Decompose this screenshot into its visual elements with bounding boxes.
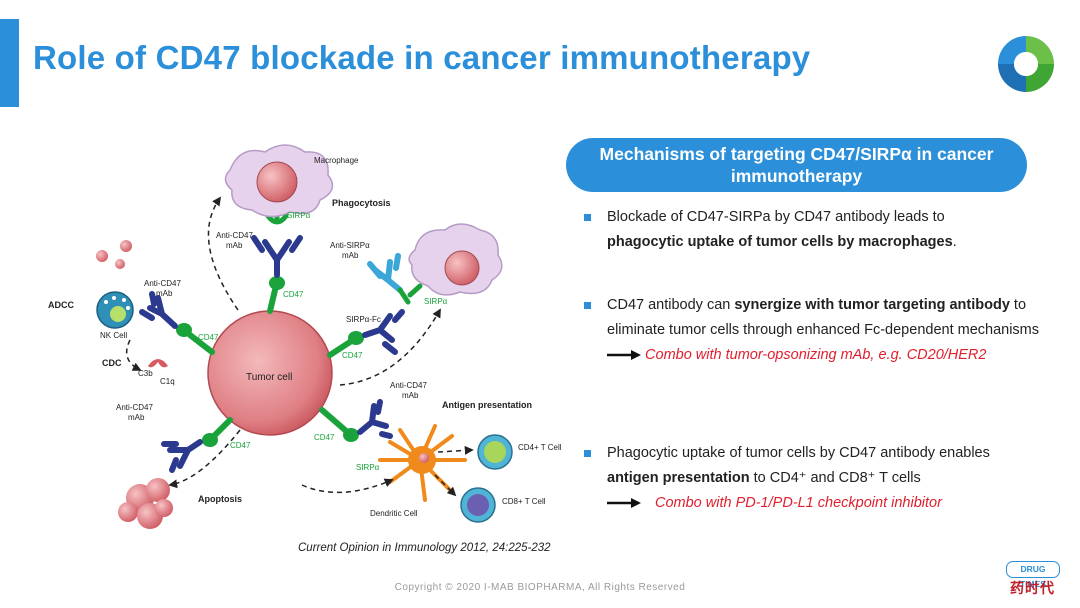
arrow-to-macrophage — [207, 196, 239, 311]
label-cd47-lower-right: CD47 — [314, 433, 335, 442]
label-sirpa-right: SIRPα — [424, 297, 448, 306]
bullet2-combo: Combo with tumor-opsonizing mAb, e.g. CD… — [645, 347, 987, 363]
logo-icon — [998, 36, 1054, 92]
label-nk-cell: NK Cell — [100, 331, 127, 340]
bullet2-mid: to eliminate tumor cells through enhance… — [607, 297, 1040, 338]
label-anti-sirpa: Anti-SIRPα — [330, 241, 370, 250]
label-cd47-lower-left: CD47 — [230, 441, 251, 450]
label-mab-top: mAb — [226, 241, 243, 250]
label-sirpa-top: SIRPα — [287, 211, 311, 220]
label-phagocytosis: Phagocytosis — [332, 198, 391, 208]
right-arrow-icon — [607, 350, 641, 361]
label-anti-cd47-top: Anti-CD47 — [216, 231, 253, 240]
label-cd47-right: CD47 — [342, 351, 363, 360]
label-mab-lower-left: mAb — [128, 413, 145, 422]
bullet-square-icon — [584, 214, 591, 221]
bullet1-end: . — [952, 234, 957, 250]
cd47-right — [327, 339, 353, 358]
cd47-top — [267, 287, 278, 314]
drugtimes-logo-icon: DRUG TIMES 药时代 — [1006, 561, 1066, 599]
copyright-footer: Copyright © 2020 I-MAB BIOPHARMA, All Ri… — [394, 582, 686, 593]
bullet1-bold: phagocytic uptake of tumor cells by macr… — [607, 234, 953, 250]
title-accent-bar — [0, 19, 19, 107]
label-cdc: CDC — [102, 358, 122, 368]
pink-fragments-top-left — [96, 240, 132, 269]
label-sirpa-fc: SIRPα-Fc — [346, 315, 381, 324]
c1q-icon — [148, 359, 168, 368]
bullet-1: Blockade of CD47-SIRPa by CD47 antibody … — [584, 205, 1044, 255]
bullet-3: Phagocytic uptake of tumor cells by CD47… — [584, 441, 1044, 516]
label-antigen-presentation: Antigen presentation — [442, 400, 532, 410]
slide-title: Role of CD47 blockade in cancer immunoth… — [33, 39, 811, 76]
label-c3b: C3b — [138, 369, 153, 378]
cd47-mechanism-diagram: Tumor cell Macrophage Phagocytosis SIRP — [48, 144, 562, 529]
label-cd4-t-cell: CD4+ T Cell — [518, 443, 562, 452]
label-macrophage: Macrophage — [314, 156, 359, 165]
cd47-lower-left — [212, 417, 233, 438]
label-c1q: C1q — [160, 377, 175, 386]
bullet3-pre: Phagocytic uptake of tumor cells by CD47… — [607, 445, 990, 461]
arrow-to-macrophage-right — [339, 308, 441, 386]
sirpa-fc-right — [362, 309, 405, 355]
label-anti-cd47-lower-right: Anti-CD47 — [390, 381, 427, 390]
antibody-top — [251, 235, 303, 278]
bullet-2: CD47 antibody can synergize with tumor t… — [584, 293, 1044, 368]
nk-cell — [96, 291, 134, 329]
cd47-lower-right — [319, 407, 348, 433]
cd47-left — [187, 332, 215, 355]
antibody-lower-right — [357, 399, 393, 439]
macrophage-right — [408, 223, 503, 296]
arrow-cd4 — [437, 445, 474, 455]
macrophage-top — [224, 144, 334, 218]
heading-line1: Mechanisms of targeting CD47/SIRPα in ca… — [599, 144, 994, 164]
bullet1-text: Blockade of CD47-SIRPa by CD47 antibody … — [607, 209, 945, 225]
bullet3-bold: antigen presentation — [607, 470, 750, 486]
label-tumor-cell: Tumor cell — [246, 372, 292, 383]
label-dendritic-cell: Dendritic Cell — [370, 509, 418, 518]
bullet-square-icon — [584, 302, 591, 309]
right-arrow-icon — [607, 498, 641, 509]
label-mab-left: mAb — [156, 289, 173, 298]
label-cd8-t-cell: CD8+ T Cell — [502, 497, 546, 506]
label-mab-lower-right: mAb — [402, 391, 419, 400]
arrow-dc — [301, 478, 394, 494]
heading-line2: immunotherapy — [730, 166, 863, 186]
label-adcc: ADCC — [48, 300, 74, 310]
arrow-apoptosis — [168, 429, 241, 489]
label-cd47-left: CD47 — [198, 333, 219, 342]
bullet-square-icon — [584, 450, 591, 457]
label-sirpa-dc: SIRPα — [356, 463, 380, 472]
mechanisms-heading: Mechanisms of targeting CD47/SIRPα in ca… — [566, 138, 1027, 192]
bullet2-bold: synergize with tumor targeting antibody — [734, 297, 1010, 313]
antibody-left — [139, 291, 178, 329]
apoptotic-cell — [118, 478, 173, 529]
bullet3-combo: Combo with PD-1/PD-L1 checkpoint inhibit… — [655, 495, 942, 511]
arrow-cd8 — [434, 474, 457, 497]
label-anti-cd47-left: Anti-CD47 — [144, 279, 181, 288]
label-anti-cd47-lower-left: Anti-CD47 — [116, 403, 153, 412]
badge-top-text: DRUG TIMES — [1006, 561, 1060, 589]
label-cd47-top: CD47 — [283, 290, 304, 299]
arrow-nk — [125, 339, 142, 371]
bullet2-pre: CD47 antibody can — [607, 297, 735, 313]
label-apoptosis: Apoptosis — [198, 494, 242, 504]
badge-bottom-text: 药时代 — [1010, 581, 1055, 597]
label-mab-sirpa: mAb — [342, 251, 359, 260]
antibody-lower-left — [161, 439, 203, 473]
bullet3-mid: to CD4⁺ and CD8⁺ T cells — [749, 470, 921, 486]
figure-citation: Current Opinion in Immunology 2012, 24:2… — [298, 542, 551, 554]
